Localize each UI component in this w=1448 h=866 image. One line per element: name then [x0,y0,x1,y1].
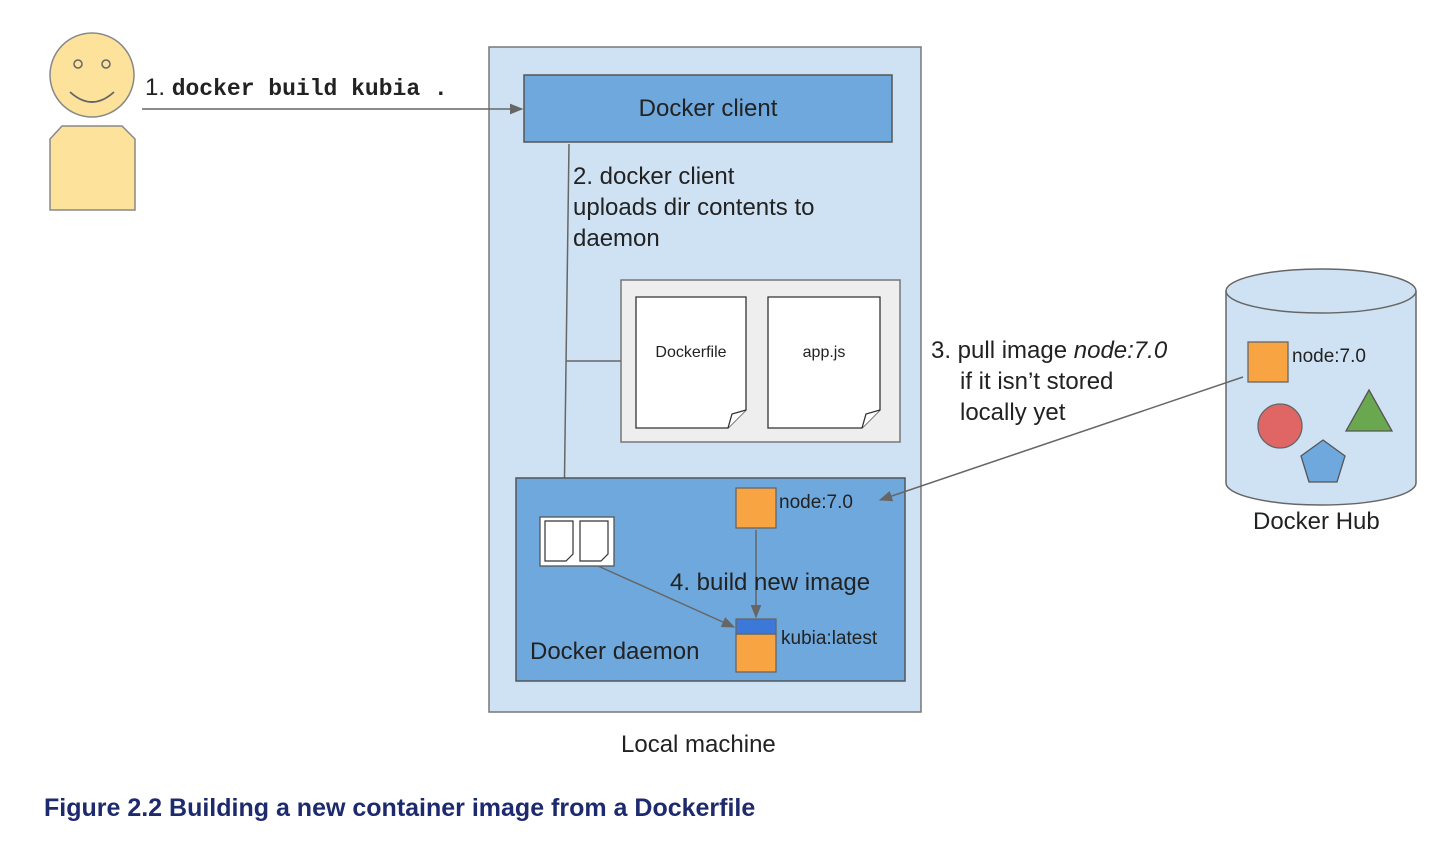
hub-triangle-shape [1344,388,1394,432]
docker-hub-label: Docker Hub [1253,508,1380,535]
docker-client-label: Docker client [638,94,778,122]
docker-daemon-box [515,477,906,682]
step3-line-1: 3. pull image node:7.0 [931,337,1167,365]
uploaded-files-icon [539,516,615,567]
hub-pentagon-shape [1300,439,1346,483]
step2-line-2: uploads dir contents to [573,194,815,221]
arrow-files-to-image [597,565,736,628]
local-machine-label: Local machine [621,731,776,758]
step3-image: node:7.0 [1073,337,1168,364]
step3-prefix: 3. pull image [931,337,1074,364]
step1-number: 1. [145,74,166,101]
arrow-upload [558,143,570,516]
docker-daemon-label: Docker daemon [530,638,700,665]
arrow-pull-image [878,376,1244,502]
dockerfile-label: Dockerfile [655,344,727,361]
step1-label: 1. docker build kubia . [145,74,448,102]
person-icon [49,32,136,211]
step3-line-3: locally yet [960,399,1066,426]
daemon-base-image-label: node:7.0 [779,492,853,513]
step4-label: 4. build new image [670,569,871,596]
step1-command: docker build kubia . [171,76,448,102]
step2-line-1: 2. docker client [573,163,735,190]
hub-image-square [1247,341,1289,383]
docker-client-box [523,74,893,143]
hub-circle-shape [1257,403,1303,449]
figure-caption: Figure 2.2 Building a new container imag… [44,794,756,822]
daemon-base-image-square [735,487,777,529]
step3-line-2: if it isn’t stored [960,368,1114,395]
appjs-label: app.js [802,344,846,361]
step2-line-3: daemon [573,225,660,252]
new-image-icon [735,618,777,673]
hub-image-label: node:7.0 [1292,346,1366,367]
new-image-label: kubia:latest [781,628,878,649]
